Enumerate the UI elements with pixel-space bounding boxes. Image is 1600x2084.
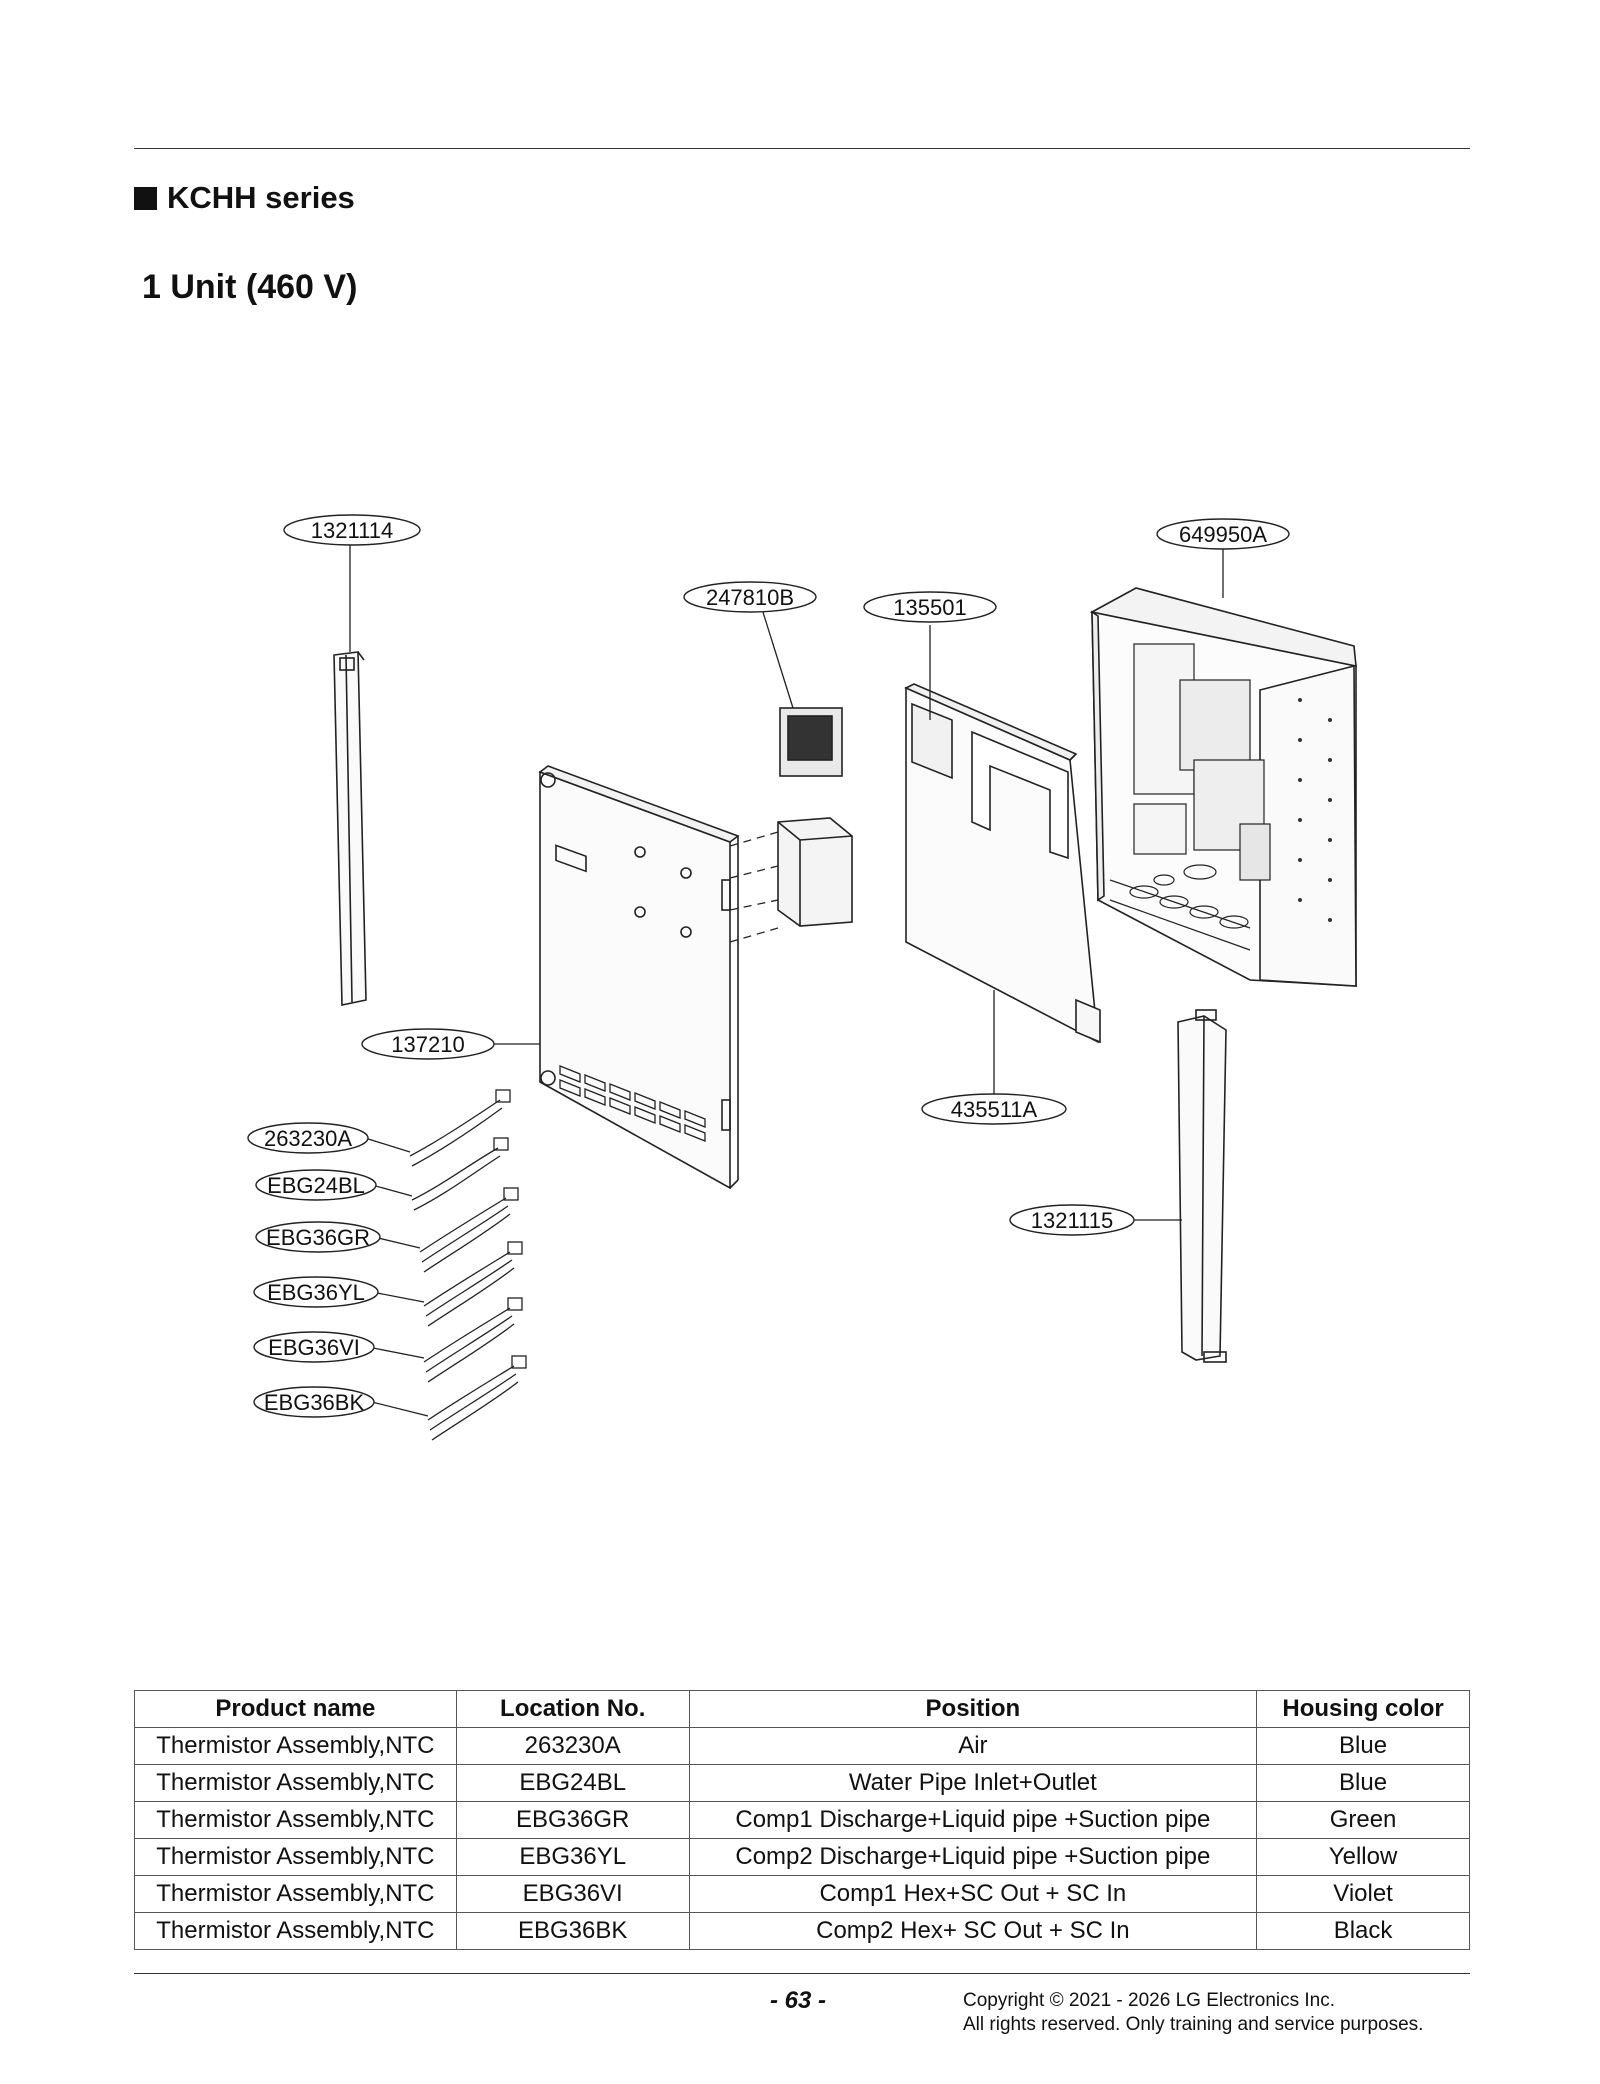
cell-location-no: EBG36BK <box>455 1912 690 1950</box>
callout-ellipse-137210 <box>361 1028 495 1060</box>
part-front-door <box>538 765 740 1190</box>
cell-location-no: EBG36GR <box>455 1801 690 1839</box>
callout-EBG24BL: EBG24BL <box>267 1173 365 1198</box>
cell-product-name: Thermistor Assembly,NTC <box>134 1801 457 1839</box>
cell-location-no: EBG24BL <box>455 1764 690 1802</box>
callout-ellipse-1321115 <box>1009 1204 1135 1236</box>
thermistor-EBG36GR <box>419 1187 519 1273</box>
table-header-row: Product name Location No. Position Housi… <box>134 1690 1470 1728</box>
callout-EBG36BK: EBG36BK <box>264 1390 365 1415</box>
cell-housing-color: Blue <box>1256 1727 1470 1765</box>
cell-housing-color: Green <box>1256 1801 1470 1839</box>
table-row: Thermistor Assembly,NTC EBG36GR Comp1 Di… <box>134 1801 1470 1839</box>
callout-435511A: 435511A <box>951 1097 1038 1122</box>
part-inner-panel <box>904 683 1101 1044</box>
cell-housing-color: Violet <box>1256 1875 1470 1913</box>
cell-position: Comp2 Discharge+Liquid pipe +Suction pip… <box>688 1838 1258 1876</box>
thermistor-EBG36VI <box>423 1297 523 1383</box>
callout-ellipse-247810B <box>683 581 817 613</box>
header-housing-color: Housing color <box>1256 1690 1470 1728</box>
callout-263230A: 263230A <box>264 1126 352 1151</box>
callout-135501: 135501 <box>893 595 966 620</box>
table-row: Thermistor Assembly,NTC EBG36BK Comp2 He… <box>134 1912 1470 1950</box>
thermistor-263230A <box>409 1089 511 1167</box>
callout-649950A: 649950A <box>1179 522 1267 547</box>
leader-lines <box>349 545 1224 1417</box>
section-heading: KCHH series <box>134 180 355 216</box>
callout-ellipse-1321114 <box>283 514 421 546</box>
callout-EBG36GR: EBG36GR <box>266 1225 370 1250</box>
cell-position: Comp2 Hex+ SC Out + SC In <box>688 1912 1258 1950</box>
callout-EBG36YL: EBG36YL <box>267 1280 365 1305</box>
part-left-bracket <box>333 651 367 1006</box>
table-row: Thermistor Assembly,NTC EBG24BL Water Pi… <box>134 1764 1470 1802</box>
cell-position: Air <box>688 1727 1258 1765</box>
callout-ellipse-EBG36YL <box>253 1276 379 1308</box>
cell-product-name: Thermistor Assembly,NTC <box>134 1727 457 1765</box>
thermistor-EBG36YL <box>423 1241 523 1327</box>
thermistor-EBG36BK <box>427 1355 527 1441</box>
table-row: Thermistor Assembly,NTC EBG36YL Comp2 Di… <box>134 1838 1470 1876</box>
callout-ellipse-EBG36GR <box>255 1221 381 1253</box>
table-row: Thermistor Assembly,NTC 263230A Air Blue <box>134 1727 1470 1765</box>
callout-ellipse-EBG36VI <box>253 1331 375 1363</box>
cell-product-name: Thermistor Assembly,NTC <box>134 1912 457 1950</box>
cell-product-name: Thermistor Assembly,NTC <box>134 1875 457 1913</box>
callout-ellipse-263230A <box>247 1122 369 1154</box>
copyright-notice: Copyright © 2021 - 2026 LG Electronics I… <box>963 1989 1423 2037</box>
cell-location-no: EBG36VI <box>455 1875 690 1913</box>
callout-ellipse-649950A <box>1156 518 1290 550</box>
square-bullet-icon <box>134 186 157 210</box>
thermistor-parts-table: Product name Location No. Position Housi… <box>134 1690 1470 1950</box>
part-right-bracket <box>1177 1009 1227 1363</box>
page-number: - 63 - <box>770 1987 827 2014</box>
header-product-name: Product name <box>134 1690 457 1728</box>
cell-location-no: 263230A <box>455 1727 690 1765</box>
callout-ellipse-435511A <box>921 1093 1067 1125</box>
section-heading-text: KCHH series <box>167 180 355 215</box>
bottom-rule <box>134 1973 1470 1974</box>
page-title: 1 Unit (460 V) <box>142 268 358 306</box>
callout-EBG36VI: EBG36VI <box>268 1335 360 1360</box>
cell-location-no: EBG36YL <box>455 1838 690 1876</box>
cell-housing-color: Yellow <box>1256 1838 1470 1876</box>
part-control-box <box>1089 587 1357 987</box>
cell-position: Comp1 Hex+SC Out + SC In <box>688 1875 1258 1913</box>
copyright-line-1: Copyright © 2021 - 2026 LG Electronics I… <box>963 1990 1336 2011</box>
header-position: Position <box>688 1690 1258 1728</box>
top-rule <box>134 148 1470 149</box>
cell-position: Comp1 Discharge+Liquid pipe +Suction pip… <box>688 1801 1258 1839</box>
thermistor-assemblies <box>409 1089 527 1441</box>
cell-position: Water Pipe Inlet+Outlet <box>688 1764 1258 1802</box>
header-location-no: Location No. <box>455 1690 690 1728</box>
callout-1321115: 1321115 <box>1031 1208 1113 1233</box>
thermistor-EBG24BL <box>411 1137 509 1211</box>
table-row: Thermistor Assembly,NTC EBG36VI Comp1 He… <box>134 1875 1470 1913</box>
callout-ellipse-EBG24BL <box>255 1169 377 1201</box>
callout-ellipse-EBG36BK <box>253 1386 375 1418</box>
callout-1321114: 1321114 <box>311 518 393 543</box>
cell-housing-color: Black <box>1256 1912 1470 1950</box>
callout-247810B: 247810B <box>706 585 794 610</box>
part-display-module <box>729 707 853 943</box>
callout-137210: 137210 <box>391 1032 464 1057</box>
cell-product-name: Thermistor Assembly,NTC <box>134 1838 457 1876</box>
callout-ellipse-135501 <box>863 591 997 623</box>
copyright-line-2: All rights reserved. Only training and s… <box>963 2014 1424 2035</box>
cell-housing-color: Blue <box>1256 1764 1470 1802</box>
cell-product-name: Thermistor Assembly,NTC <box>134 1764 457 1802</box>
exploded-parts-diagram: 1321114 649950A 247810B 135501 137210 43… <box>247 514 1357 1441</box>
